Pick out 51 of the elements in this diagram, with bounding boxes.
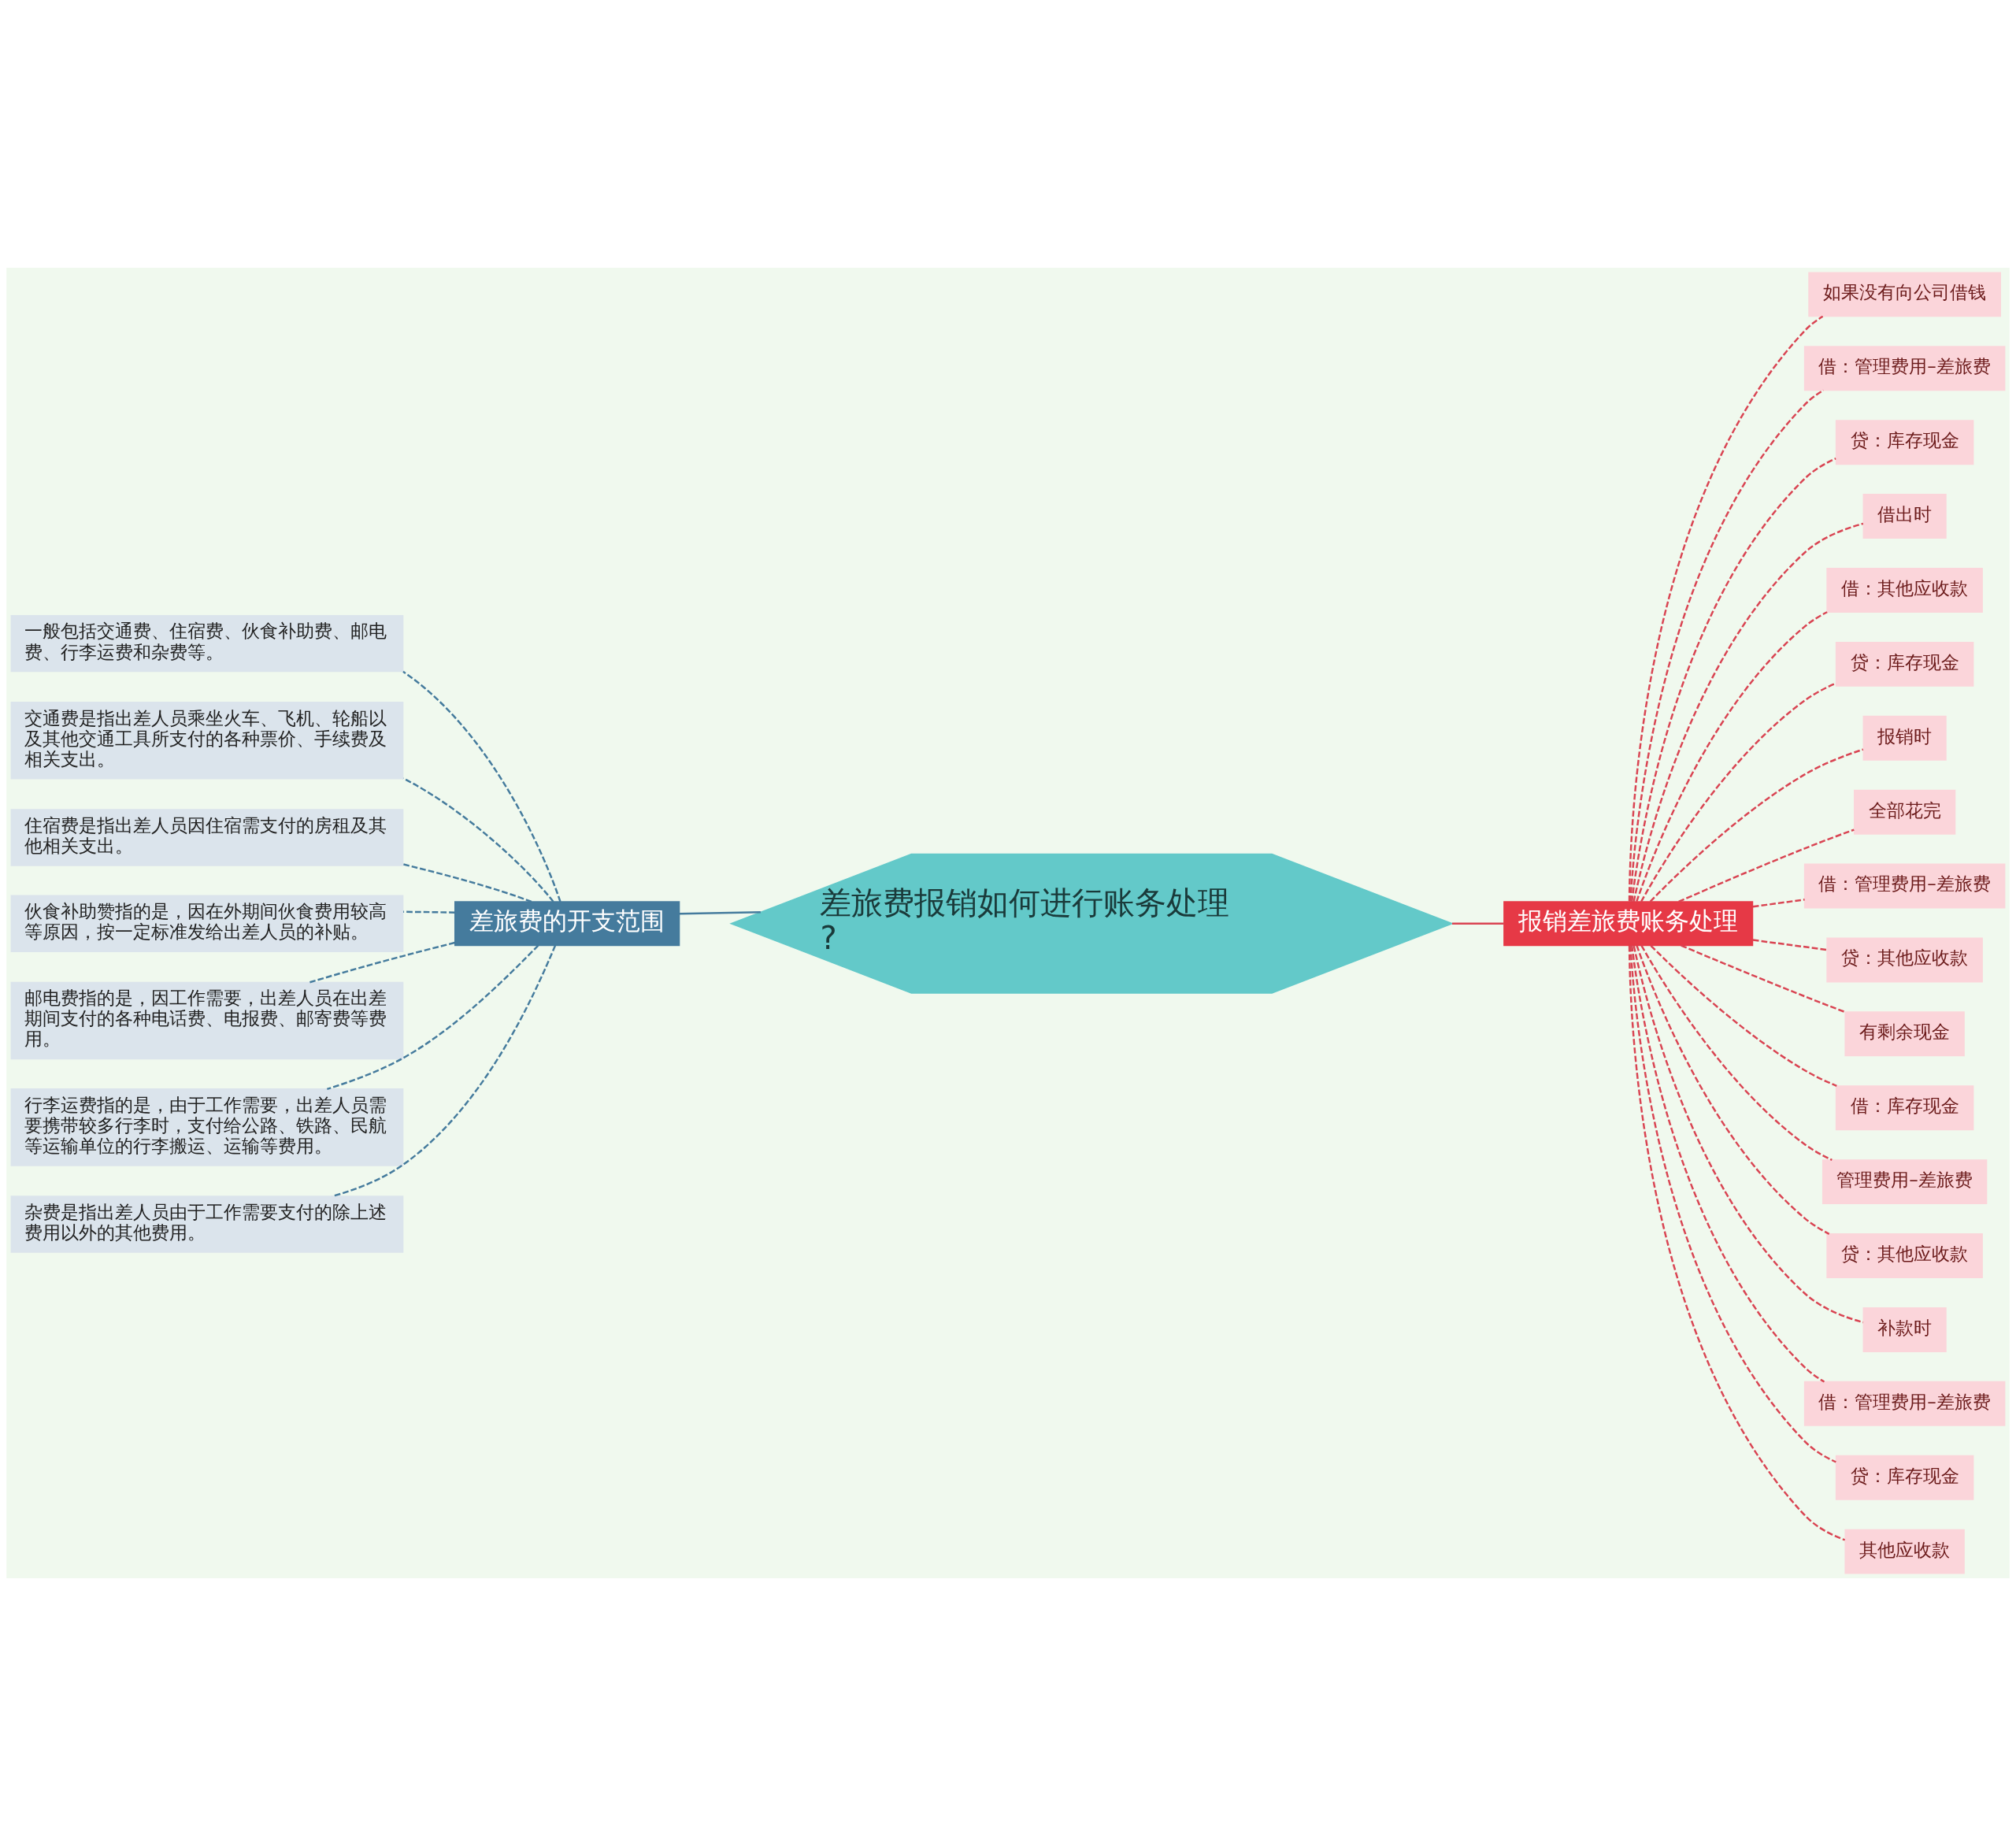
connector bbox=[679, 911, 761, 915]
connector bbox=[1636, 945, 1830, 1235]
connector bbox=[1752, 899, 1805, 908]
connector bbox=[1629, 945, 1836, 1463]
node-box: 全部花完 bbox=[1854, 789, 1956, 835]
node-box: 借：管理费用–差旅费 bbox=[1803, 346, 2006, 391]
connector bbox=[309, 941, 455, 984]
node-box: 借：管理费用–差旅费 bbox=[1803, 1381, 2006, 1426]
node-box: 贷：其他应收款 bbox=[1826, 937, 1983, 983]
connector bbox=[1452, 922, 1504, 925]
node-box: 其他应收款 bbox=[1844, 1529, 1965, 1574]
node-box: 杂费是指出差人员由于工作需要支付的除上述费用以外的其他费用。 bbox=[10, 1195, 404, 1253]
connector bbox=[1752, 939, 1828, 951]
connector bbox=[1632, 945, 1864, 1324]
connector bbox=[1649, 748, 1864, 903]
connector bbox=[1678, 828, 1855, 903]
connector bbox=[1628, 945, 1846, 1541]
node-box: 贷：其他应收款 bbox=[1826, 1233, 1983, 1278]
connector bbox=[1631, 945, 1825, 1383]
node-box: 如果没有向公司借钱 bbox=[1808, 272, 2001, 317]
connector bbox=[326, 944, 539, 1090]
node-box: 管理费用–差旅费 bbox=[1821, 1159, 1988, 1205]
node-box: 报销差旅费账务处理 bbox=[1503, 901, 1754, 947]
node-box: 住宿费是指出差人员因住宿需支付的房租及其他相关支出。 bbox=[10, 809, 404, 866]
node-box: 行李运费指的是，由于工作需要，出差人员需要携带较多行李时，支付给公路、铁路、民航等运输单位的行李搬运、运输等费用。 bbox=[10, 1088, 404, 1166]
node-box: 借：管理费用–差旅费 bbox=[1803, 863, 2006, 909]
connector bbox=[403, 910, 455, 914]
node-box: 伙食补助赞指的是，因在外期间伙食费用较高等原因，按一定标准发给出差人员的补贴。 bbox=[10, 895, 404, 952]
node-box: 邮电费指的是，因工作需要，出差人员在出差期间支付的各种电话费、电报费、邮寄费等费用。 bbox=[10, 981, 404, 1060]
connector bbox=[1650, 944, 1837, 1088]
node-box: 借：其他应收款 bbox=[1826, 568, 1983, 613]
connector bbox=[1632, 522, 1864, 903]
node-box: 补款时 bbox=[1862, 1307, 1947, 1352]
node-box: 差旅费的开支范围 bbox=[454, 901, 680, 947]
node-box: 一般包括交通费、住宿费、伙食补助费、邮电费、行李运费和杂费等。 bbox=[10, 615, 404, 673]
node-box: 有剩余现金 bbox=[1844, 1011, 1965, 1057]
connector bbox=[402, 777, 554, 903]
node-box: 借出时 bbox=[1862, 494, 1947, 539]
node-box: 贷：库存现金 bbox=[1835, 1455, 1974, 1500]
connector bbox=[1640, 945, 1833, 1161]
node-box: 交通费是指出差人员乘坐火车、飞机、轮船以及其他交通工具所支付的各种票价、手续费及相关支出。 bbox=[10, 702, 404, 780]
node-box: 贷：库存现金 bbox=[1835, 420, 1974, 465]
node-box: 报销时 bbox=[1862, 715, 1947, 761]
connector bbox=[1636, 611, 1828, 903]
connector bbox=[1630, 458, 1836, 903]
node-box: 贷：库存现金 bbox=[1835, 641, 1974, 687]
connector bbox=[1681, 944, 1846, 1014]
node-box: 借：库存现金 bbox=[1835, 1085, 1974, 1131]
connector bbox=[402, 670, 561, 903]
connector bbox=[402, 863, 532, 903]
connector bbox=[1640, 682, 1836, 903]
